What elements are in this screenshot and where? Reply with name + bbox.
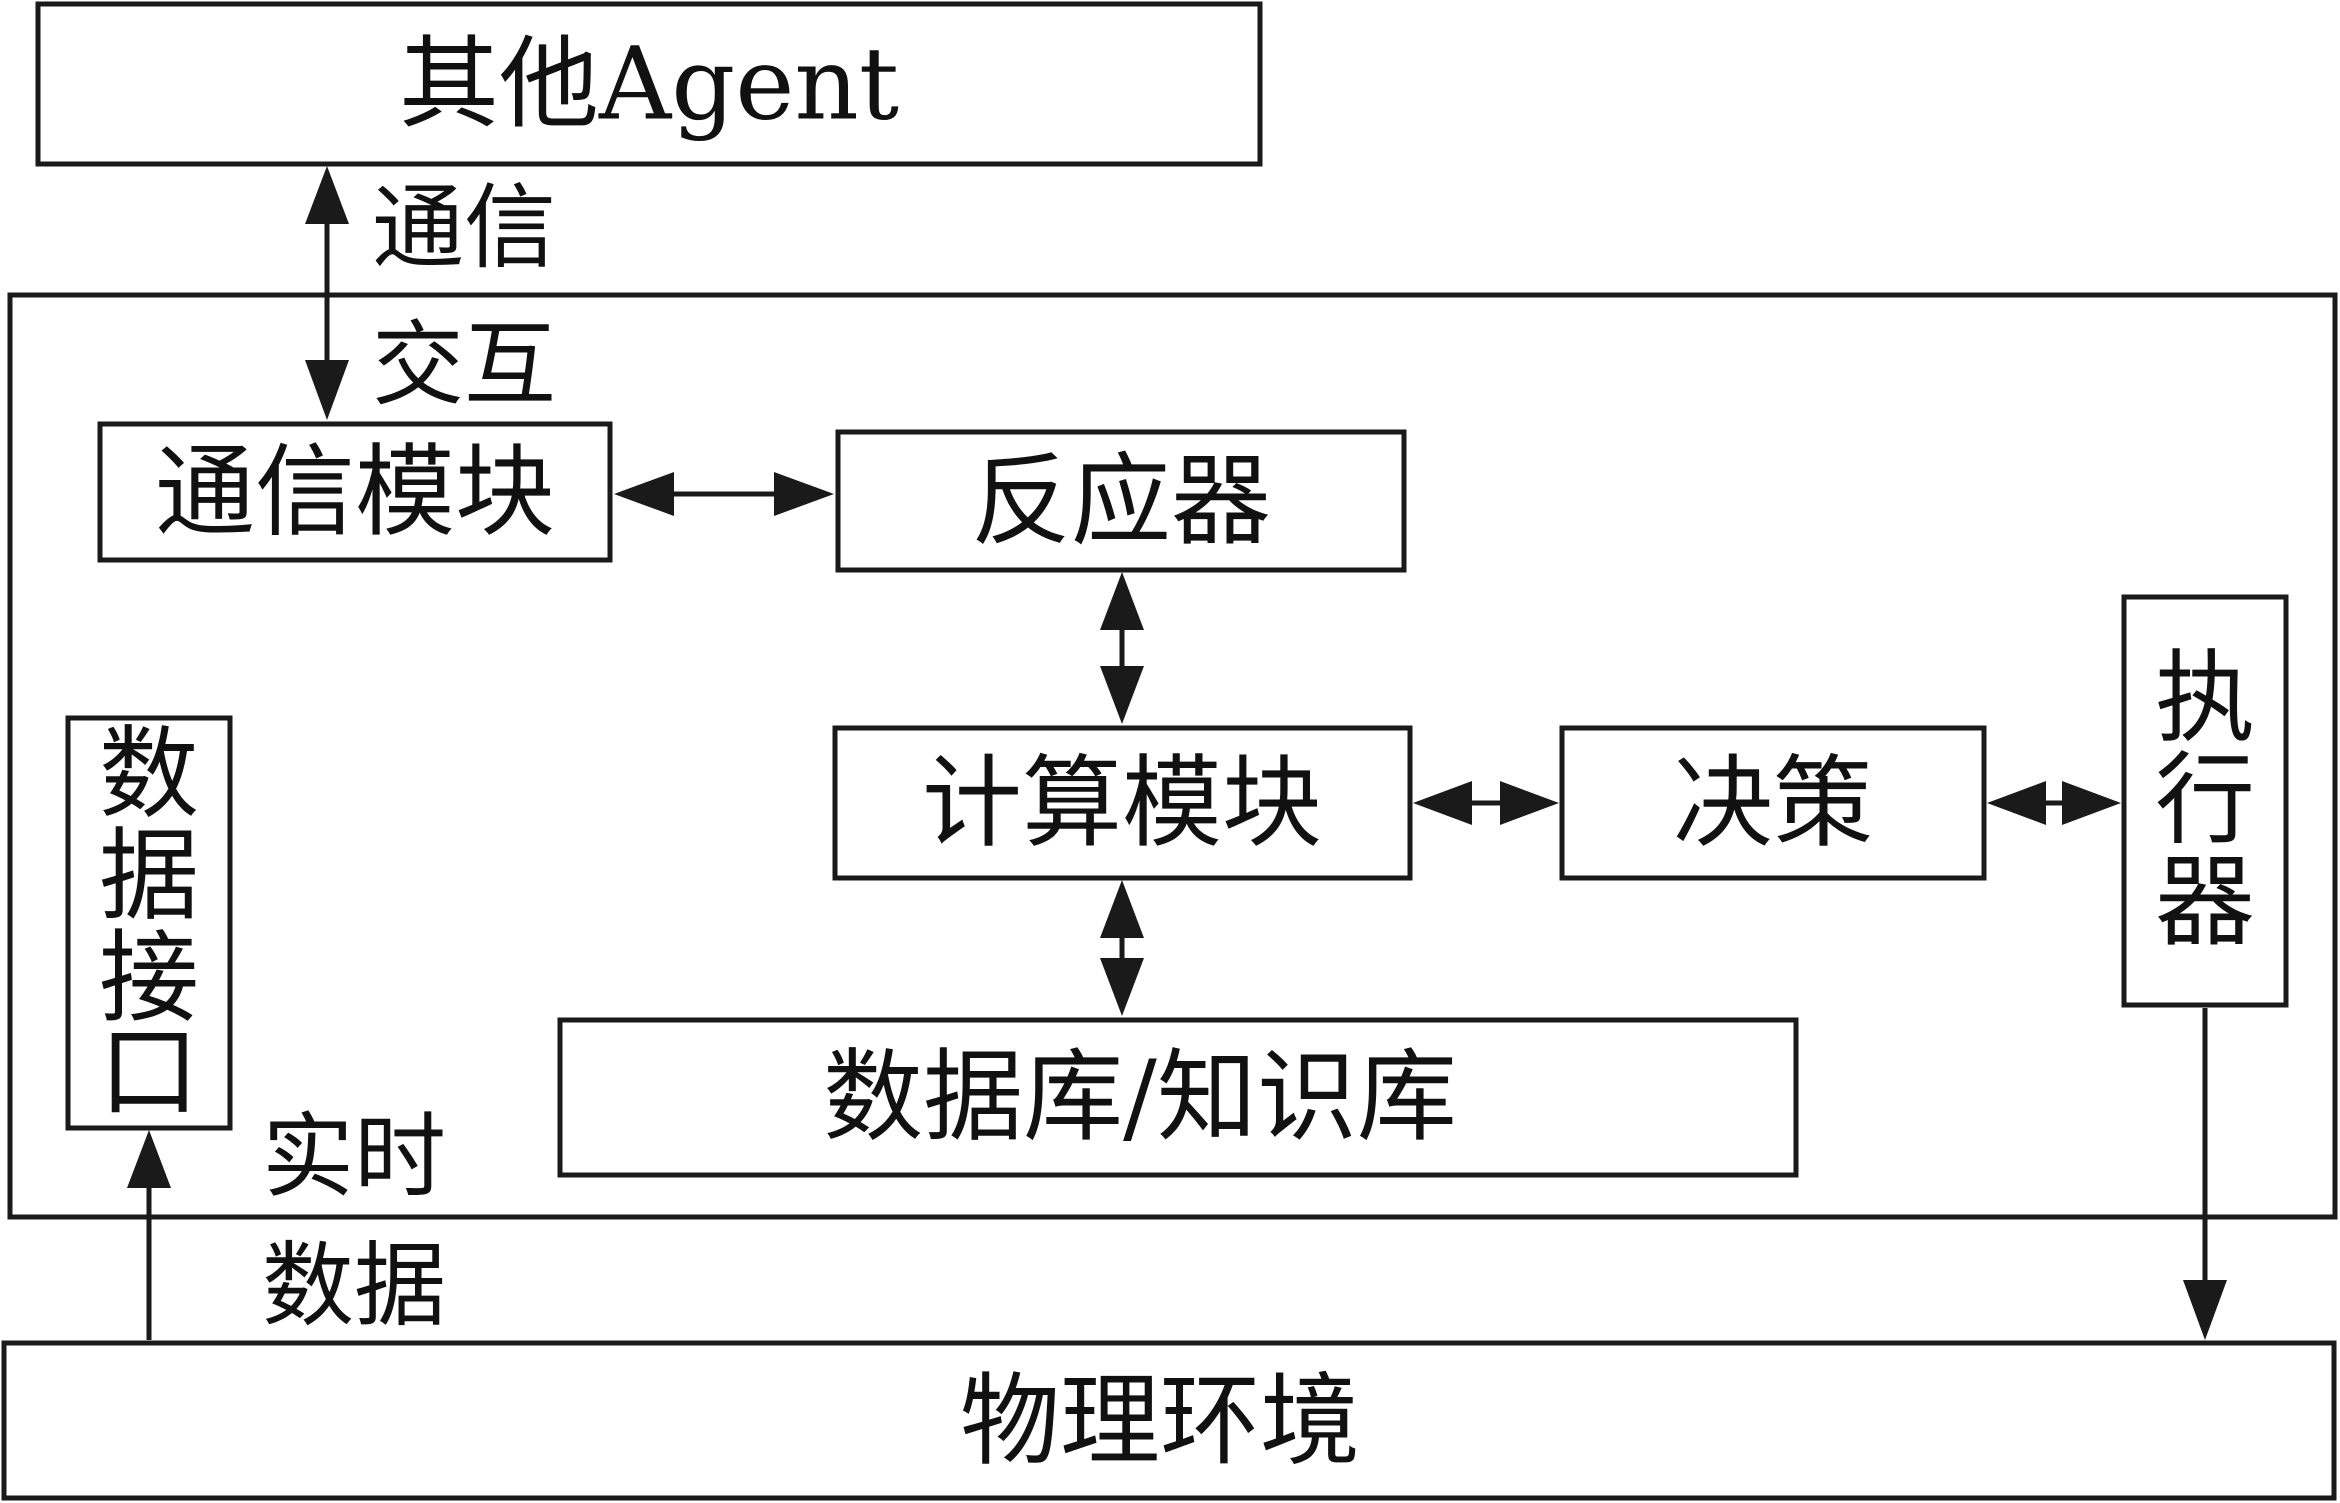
executor-char-2: 行 <box>2155 742 2255 859</box>
arrow-decision-executor <box>1987 781 2121 825</box>
reactor-box <box>835 429 1407 573</box>
decision-label: 决策 <box>1673 745 1873 862</box>
compute-module-box <box>832 725 1413 881</box>
data-interface-char-3: 接 <box>99 920 199 1037</box>
arrow-compute-decision <box>1413 781 1559 825</box>
decision-box <box>1559 725 1987 881</box>
arrow-agent-comm <box>305 166 349 420</box>
data-interface-box <box>65 715 233 1131</box>
arrow-compute-database <box>1100 880 1144 1016</box>
executor-char-1: 执 <box>2155 640 2255 757</box>
physical-env-box <box>1 1340 2337 1501</box>
other-agent-label: 其他Agent <box>399 26 899 143</box>
other-agent-box <box>35 1 1263 167</box>
database-label: 数据库/知识库 <box>823 1039 1457 1156</box>
data-interface-char-4: 口 <box>99 1014 199 1131</box>
realtime-label: 实时 <box>262 1104 446 1211</box>
data-interface-char-2: 据 <box>99 818 199 935</box>
compute-module-label: 计算模块 <box>922 745 1322 862</box>
agent-frame <box>7 292 2338 1220</box>
data-interface-char-1: 数 <box>99 716 199 833</box>
communication-label: 通信 <box>372 175 556 282</box>
data-label: 数据 <box>262 1233 446 1340</box>
executor-box <box>2121 594 2289 1008</box>
reactor-label: 反应器 <box>971 443 1271 560</box>
comm-module-box <box>97 421 613 563</box>
executor-char-3: 器 <box>2155 844 2255 961</box>
arrow-reactor-compute <box>1100 572 1144 724</box>
interaction-label: 交互 <box>372 312 556 419</box>
physical-env-label: 物理环境 <box>960 1363 1360 1480</box>
arrow-comm-reactor <box>614 472 834 516</box>
comm-module-label: 通信模块 <box>155 434 555 551</box>
arrow-env-data-interface <box>127 1130 171 1340</box>
arrow-executor-env <box>2183 1008 2227 1340</box>
database-box <box>557 1017 1799 1178</box>
